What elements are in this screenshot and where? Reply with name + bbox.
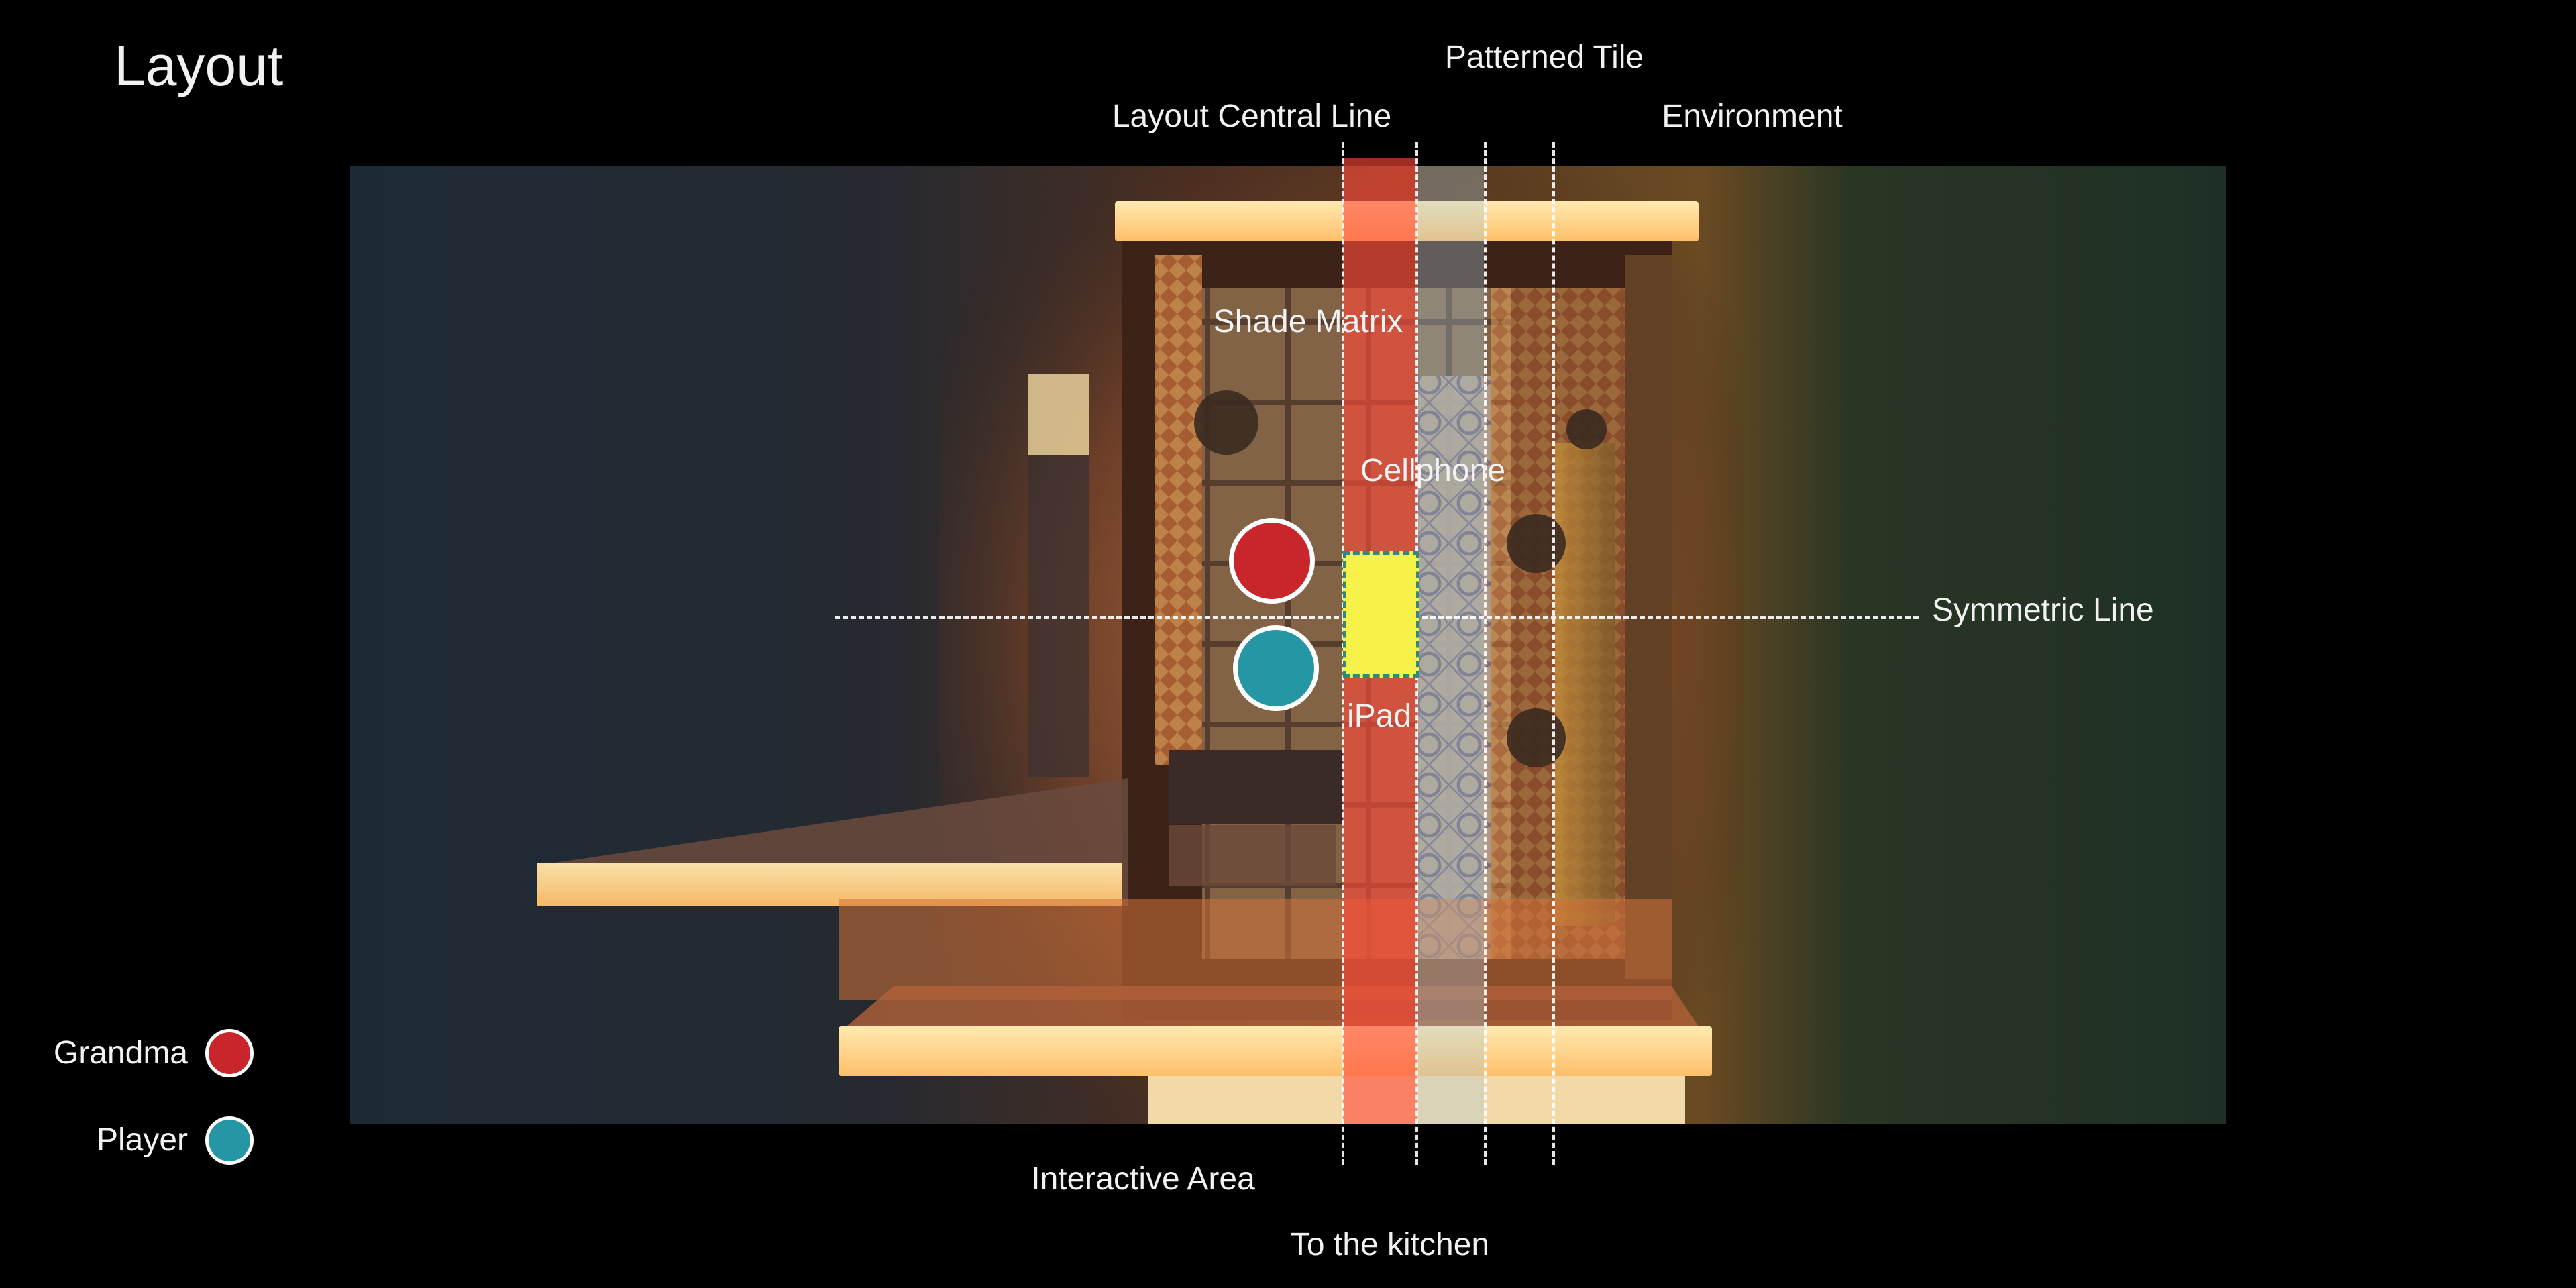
legend-label-grandma: Grandma (53, 1035, 188, 1071)
ipad-marker (1343, 551, 1419, 678)
legend-grandma-dot (205, 1029, 254, 1077)
player-marker (1233, 625, 1319, 711)
grandma-marker (1229, 518, 1315, 604)
legend-player-dot (205, 1116, 254, 1165)
label-cellphone: Cellphone (1360, 453, 1506, 488)
label-shade-matrix: Shade Matrix (1213, 304, 1403, 339)
environment-line (1552, 142, 1555, 1165)
page-title: Layout (114, 34, 284, 97)
patterned-tile-band (1417, 166, 1484, 1124)
label-environment: Environment (1662, 99, 1843, 134)
legend-label-player: Player (96, 1122, 188, 1158)
patterned-tile-line (1484, 142, 1487, 1165)
label-layout-central-line: Layout Central Line (1112, 99, 1392, 134)
label-patterned-tile: Patterned Tile (1444, 40, 1644, 75)
label-symmetric-line: Symmetric Line (1932, 592, 2154, 628)
label-interactive-area: Interactive Area (1031, 1161, 1255, 1197)
label-to-the-kitchen: To the kitchen (1290, 1227, 1490, 1263)
label-ipad: iPad (1346, 698, 1412, 734)
